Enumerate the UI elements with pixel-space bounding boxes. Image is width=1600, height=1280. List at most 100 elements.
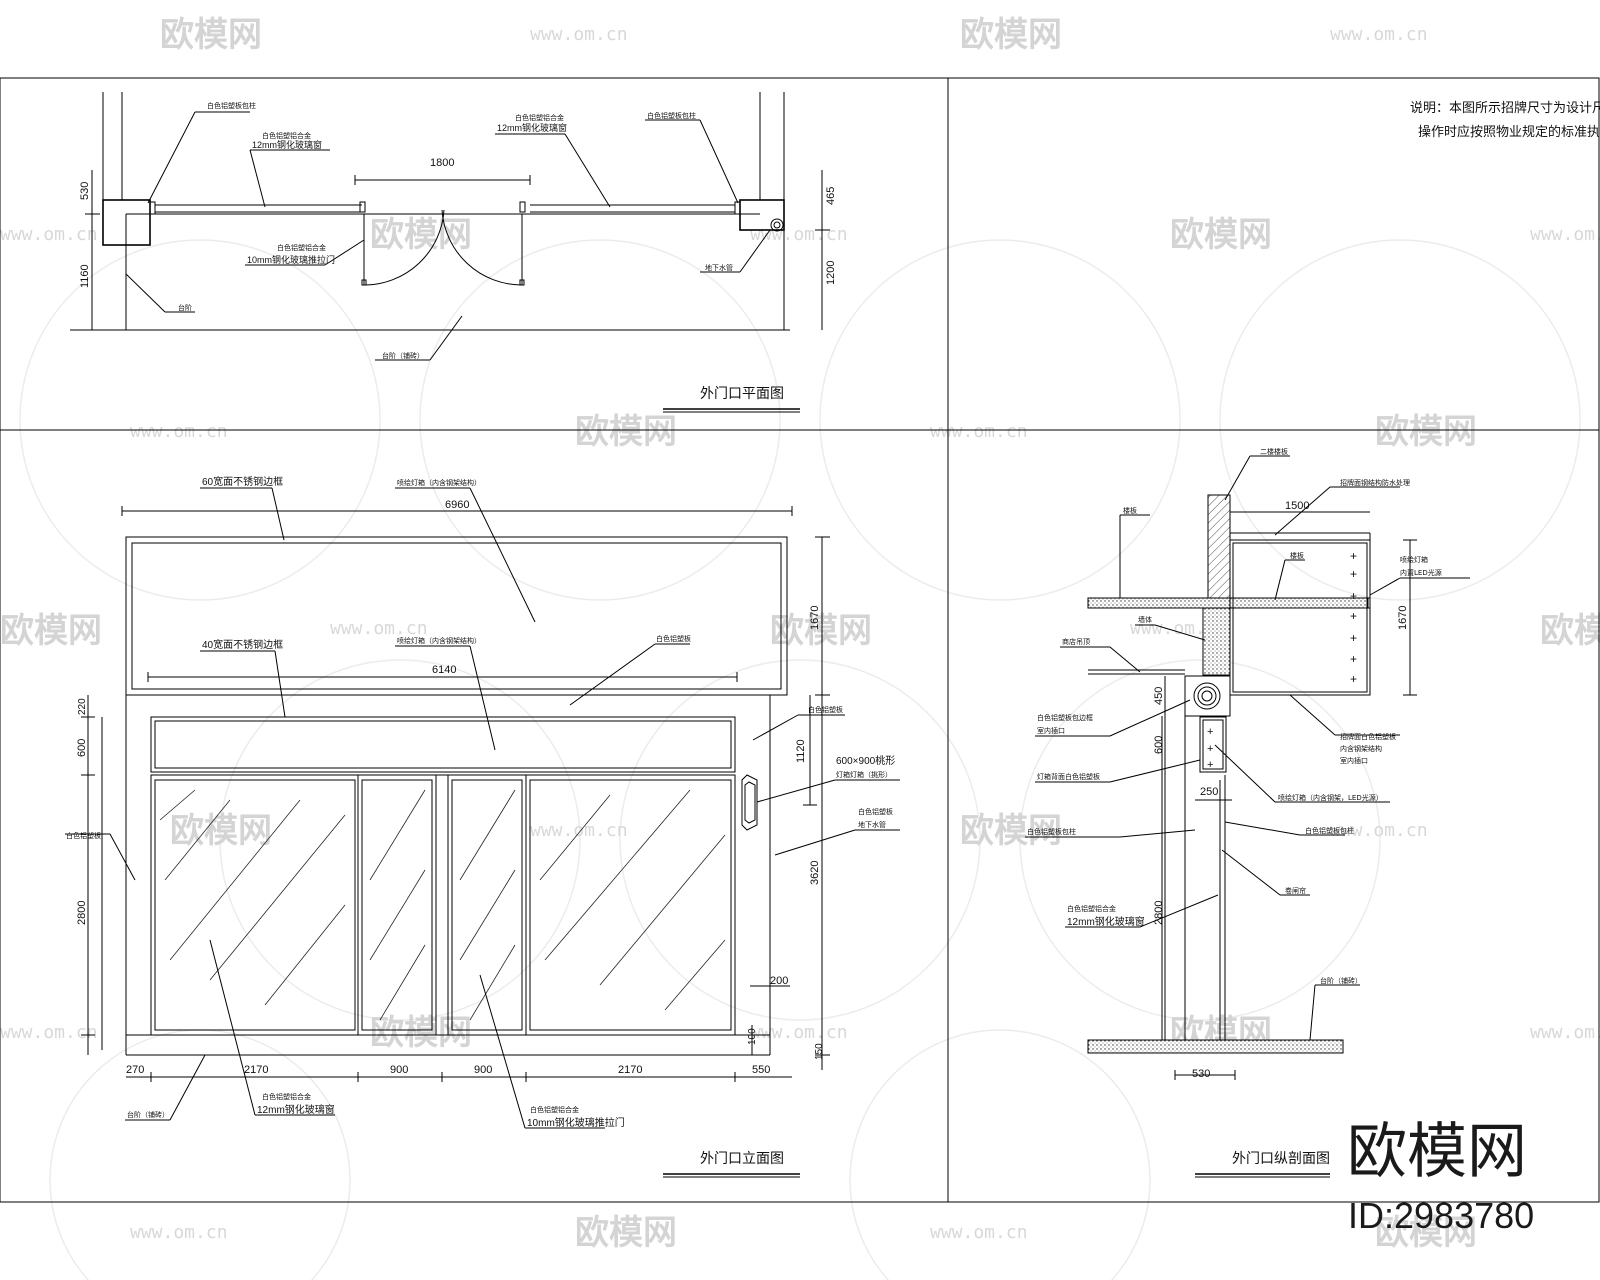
- id-label: ID:2983780: [1348, 1195, 1534, 1236]
- sect-label-3: 楼板: [1123, 506, 1137, 515]
- plan-dim-1160: 1160: [79, 264, 91, 288]
- sect-label-11: 喷绘灯箱（内含钢架，LED光源）: [1278, 793, 1383, 802]
- wm-url: www.om.cn: [1530, 224, 1600, 245]
- plan-label-5a: 白色铝塑铝合金: [277, 243, 326, 252]
- wm-brand: 欧模网: [160, 15, 262, 55]
- elev-dim-100: 100: [747, 1028, 758, 1045]
- elev-label-10a: 白色铝塑铝合金: [262, 1092, 311, 1101]
- plan-label-3a: 白色铝塑铝合金: [515, 113, 564, 122]
- plan-label-1: 白色铝塑板包柱: [207, 101, 256, 110]
- plan-label-2b: 12mm钢化玻璃窗: [252, 139, 322, 150]
- sect-label-2: 招牌面钢结构防水处理: [1340, 478, 1410, 487]
- elev-label-8a: 白色铝塑板: [858, 807, 893, 816]
- elev-label-4: 喷绘灯箱（内含钢架结构）: [397, 636, 481, 645]
- wm-url: www.om.cn: [530, 24, 628, 45]
- svg-text:+: +: [1350, 631, 1357, 645]
- sect-label-15b: 12mm钢化玻璃窗: [1067, 915, 1145, 928]
- svg-text:+: +: [1350, 589, 1357, 603]
- sect-label-14: 卷闸帘: [1285, 886, 1306, 895]
- sect-label-10c: 室内插口: [1340, 756, 1368, 765]
- plan-dim-465: 465: [825, 187, 837, 205]
- plan-label-6: 地下水管: [705, 263, 733, 272]
- elev-dim-b270: 270: [126, 1064, 144, 1076]
- sect-label-7: 商店吊顶: [1062, 637, 1090, 646]
- section-title: 外门口纵剖面图: [1232, 1151, 1330, 1167]
- corner-branding: 欧模网 ID:2983780: [1347, 1117, 1534, 1236]
- watermark-layer: 欧模网 www.om.cn 欧模网 www.om.cn www.om.cn 欧模…: [0, 15, 1600, 1280]
- wm-brand: 欧模网: [575, 412, 677, 452]
- svg-text:+: +: [1207, 759, 1213, 771]
- sect-dim-2800: 2800: [1153, 901, 1165, 925]
- sect-dim-1670: 1670: [1397, 606, 1409, 630]
- elev-dim-150: 150: [814, 1043, 825, 1060]
- wm-url: www.om.cn: [330, 618, 428, 639]
- plan-dim-1800: 1800: [430, 157, 454, 169]
- svg-text:+: +: [1350, 567, 1357, 581]
- wm-url: www.om.cn: [530, 820, 628, 841]
- sect-label-8b: 室内插口: [1037, 726, 1065, 735]
- plan-view: 530 1160 1800 465 1200 白色铝塑板包柱 白色铝塑铝合金 1…: [70, 92, 837, 413]
- plan-label-8: 台阶（铺砖）: [382, 351, 424, 360]
- elev-label-7a: 600×900桃形: [836, 754, 895, 767]
- elev-dim-b2170a: 2170: [244, 1064, 268, 1076]
- plan-dim-1200: 1200: [825, 261, 837, 285]
- elev-dim-b900b: 900: [474, 1064, 492, 1076]
- wm-brand: 欧模网: [370, 215, 472, 255]
- wm-url: www.om.cn: [1330, 820, 1428, 841]
- plan-dim-530: 530: [79, 182, 91, 200]
- sect-dim-530: 530: [1192, 1068, 1210, 1080]
- wm-brand: 欧模网: [1540, 611, 1600, 651]
- plan-label-7: 台阶: [178, 303, 192, 312]
- sect-label-16: 台阶（铺砖）: [1320, 976, 1362, 985]
- wm-url: www.om.cn: [0, 1022, 98, 1043]
- elev-dim-200: 200: [770, 975, 788, 987]
- svg-text:+: +: [1350, 609, 1357, 623]
- sheet-frames: [0, 77, 1600, 1203]
- elev-dim-6140: 6140: [432, 664, 456, 676]
- sect-label-1: 二楼楼板: [1260, 447, 1288, 456]
- wm-brand: 欧模网: [370, 1013, 472, 1053]
- wm-brand: 欧模网: [1375, 412, 1477, 452]
- svg-text:+: +: [1207, 743, 1213, 755]
- wm-url: www.om.cn: [750, 1022, 848, 1043]
- sect-label-13: 白色铝塑板包柱: [1305, 826, 1354, 835]
- elev-label-9: 白色铝塑板: [66, 831, 101, 840]
- sect-label-10b: 内含钢架结构: [1340, 744, 1382, 753]
- elev-label-6: 白色铝塑板: [808, 705, 843, 714]
- elevation-title: 外门口立面图: [700, 1151, 784, 1167]
- wm-brand: 欧模网: [0, 611, 102, 651]
- sect-dim-1500: 1500: [1285, 500, 1309, 512]
- plan-label-2a: 白色铝塑铝合金: [262, 131, 311, 140]
- elevation-view: 6960 6140 1670 3620 1120 200 100 150 220…: [65, 475, 900, 1178]
- wm-url: www.om.cn: [930, 421, 1028, 442]
- plan-label-4: 白色铝塑板包柱: [647, 111, 696, 120]
- sect-label-4: 楼板: [1290, 551, 1304, 560]
- elev-label-2: 喷绘灯箱（内含钢架结构）: [397, 478, 481, 487]
- elev-label-3: 40宽面不锈钢边框: [202, 638, 283, 651]
- sect-label-8a: 白色铝塑板包边框: [1037, 713, 1093, 722]
- elev-dim-600: 600: [76, 739, 88, 757]
- wm-brand: 欧模网: [960, 15, 1062, 55]
- elev-dim-1670: 1670: [809, 606, 821, 630]
- wm-brand: 欧模网: [170, 811, 272, 851]
- elev-label-12b: 10mm钢化玻璃推拉门: [527, 1116, 625, 1129]
- wm-url: www.om.cn: [1330, 24, 1428, 45]
- elev-label-7b: 灯箱灯箱（挑形）: [836, 770, 892, 779]
- sect-dim-250: 250: [1200, 786, 1218, 798]
- plan-title: 外门口平面图: [700, 386, 784, 402]
- svg-text:+: +: [1350, 549, 1357, 563]
- elev-label-11: 台阶（铺砖）: [127, 1110, 169, 1119]
- elev-label-8b: 地下水管: [858, 820, 886, 829]
- wm-url: www.om.cn: [0, 224, 98, 245]
- svg-text:+: +: [1350, 672, 1357, 686]
- plan-label-5b: 10mm钢化玻璃推拉门: [247, 254, 335, 265]
- wm-brand: 欧模网: [575, 1213, 677, 1253]
- elev-label-10b: 12mm钢化玻璃窗: [257, 1103, 335, 1116]
- svg-text:+: +: [1207, 726, 1213, 738]
- sect-label-5a: 喷绘灯箱: [1400, 555, 1428, 564]
- sect-dim-450: 450: [1153, 687, 1165, 705]
- sect-label-15a: 白色铝塑铝合金: [1067, 904, 1116, 913]
- wm-brand: 欧模网: [770, 611, 872, 651]
- sect-label-12: 白色铝塑板包柱: [1027, 827, 1076, 836]
